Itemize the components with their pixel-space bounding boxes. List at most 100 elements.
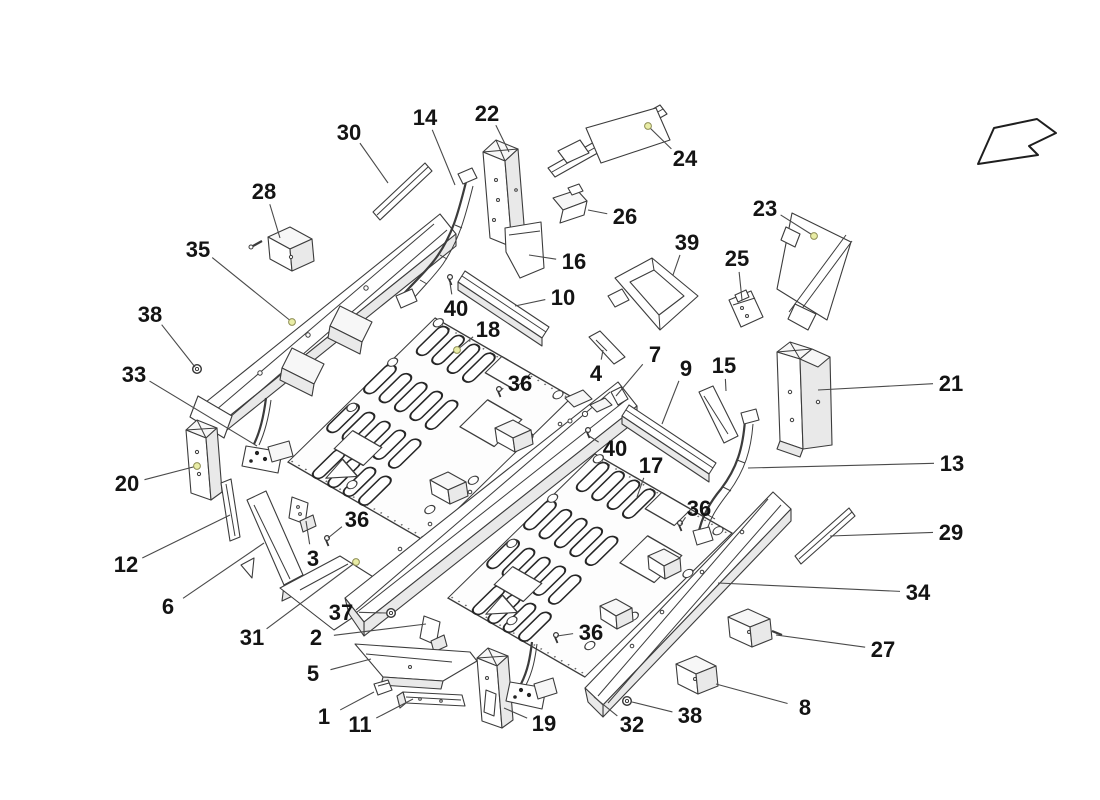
strip-12 — [220, 478, 241, 542]
highlight-dot — [193, 462, 201, 470]
callout-label-27: 27 — [871, 637, 895, 662]
post-19 — [476, 647, 514, 729]
callout-36: 36 — [327, 507, 369, 539]
channel-bracket-39 — [607, 257, 699, 331]
callout-label-32: 32 — [620, 712, 644, 737]
callout-22: 22 — [475, 101, 510, 153]
callout-36: 36 — [680, 496, 711, 525]
callout-layer: 1234567891011121314151617181920212223242… — [114, 101, 964, 737]
bracket-beside-19 — [505, 641, 558, 710]
callout-label-31: 31 — [240, 625, 264, 650]
callout-label-4: 4 — [590, 361, 603, 386]
callout-label-20: 20 — [115, 471, 139, 496]
callout-27: 27 — [775, 634, 895, 662]
callout-37: 37 — [329, 600, 387, 625]
callout-label-24: 24 — [673, 146, 698, 171]
callout-label-19: 19 — [532, 711, 556, 736]
callout-16: 16 — [528, 249, 586, 274]
callout-label-35: 35 — [186, 237, 210, 262]
highlight-dot — [453, 346, 461, 354]
direction-arrow-icon — [977, 118, 1057, 165]
callout-36: 36 — [499, 371, 532, 396]
callout-label-21: 21 — [939, 371, 963, 396]
callout-label-8: 8 — [799, 695, 811, 720]
strip-15 — [698, 385, 739, 444]
bolt-icon — [324, 534, 331, 547]
assembly-24 — [547, 104, 671, 178]
callout-32: 32 — [593, 696, 644, 737]
strip-29 — [794, 507, 856, 565]
callout-28: 28 — [252, 179, 281, 239]
cross-beam-10 — [457, 270, 550, 347]
callout-38: 38 — [631, 701, 702, 728]
callout-31: 31 — [240, 558, 360, 650]
highlight-dot — [810, 232, 818, 240]
callout-label-18: 18 — [476, 317, 500, 342]
pillar-14 — [395, 167, 478, 309]
callout-label-29: 29 — [939, 520, 963, 545]
sill-member-35 — [189, 213, 457, 439]
callout-label-36: 36 — [345, 507, 369, 532]
center-tunnel-member — [279, 381, 638, 637]
callout-5: 5 — [307, 658, 372, 686]
callout-label-36: 36 — [508, 371, 532, 396]
strip-7 — [610, 386, 629, 406]
bracket-3 — [288, 496, 317, 533]
channel-21 — [776, 341, 833, 458]
cross-beam-9 — [621, 404, 717, 483]
callout-10: 10 — [514, 285, 575, 310]
callout-label-39: 39 — [675, 230, 699, 255]
callout-23: 23 — [753, 196, 818, 240]
callout-12: 12 — [114, 514, 231, 577]
block-bracket-27 — [727, 608, 783, 648]
highlight-dot — [352, 558, 360, 566]
callout-label-6: 6 — [162, 594, 174, 619]
washer-ring-icon — [386, 608, 397, 619]
callout-13: 13 — [747, 451, 964, 476]
bracket-25 — [728, 289, 764, 328]
callout-label-1: 1 — [318, 704, 330, 729]
washer-ring-icon — [622, 696, 633, 707]
callout-25: 25 — [725, 246, 749, 301]
bolt-icon — [496, 386, 503, 398]
callout-9: 9 — [661, 356, 692, 425]
callout-label-15: 15 — [712, 353, 736, 378]
callout-label-38: 38 — [678, 703, 702, 728]
callout-label-10: 10 — [551, 285, 575, 310]
callout-38: 38 — [138, 302, 196, 368]
callout-15: 15 — [712, 353, 736, 392]
clip-1 — [373, 679, 393, 696]
callout-21: 21 — [817, 371, 963, 396]
callout-label-3: 3 — [307, 546, 319, 571]
pillar-13 — [692, 408, 760, 546]
highlight-dot — [644, 122, 652, 130]
callout-label-30: 30 — [337, 120, 361, 145]
post-20 — [185, 419, 223, 501]
bolt-icon — [584, 427, 591, 439]
callout-17: 17 — [636, 453, 663, 498]
callout-label-9: 9 — [680, 356, 692, 381]
callout-2: 2 — [310, 623, 427, 650]
callout-8: 8 — [715, 683, 811, 720]
callout-34: 34 — [717, 580, 931, 605]
callout-7: 7 — [615, 342, 661, 397]
callout-label-12: 12 — [114, 552, 138, 577]
bracket-33 — [241, 397, 294, 474]
bracket-26 — [552, 183, 588, 224]
callout-label-22: 22 — [475, 101, 499, 126]
callout-label-38: 38 — [138, 302, 162, 327]
callout-label-7: 7 — [649, 342, 661, 367]
callout-24: 24 — [644, 122, 698, 171]
callout-3: 3 — [305, 520, 319, 571]
floor-panel-18 — [286, 317, 573, 542]
bracket-2 — [419, 615, 448, 653]
bolt-icon — [676, 519, 683, 532]
callout-33: 33 — [122, 362, 258, 447]
post-22 — [482, 139, 526, 248]
callout-label-23: 23 — [753, 196, 777, 221]
fastener-layer — [191, 274, 683, 707]
pillar-assembly-23 — [776, 212, 853, 331]
callout-label-16: 16 — [562, 249, 586, 274]
